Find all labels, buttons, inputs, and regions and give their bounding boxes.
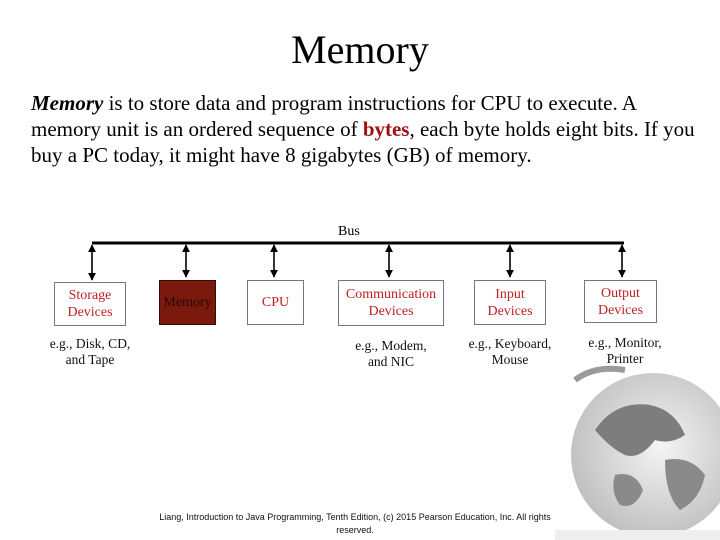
- input-devices-label: Input Devices: [487, 286, 533, 319]
- paragraph-part1: is to store data and program instruction…: [31, 91, 636, 141]
- storage-devices-label: Storage Devices: [67, 288, 113, 320]
- slide-title: Memory: [291, 27, 429, 72]
- storage-examples: e.g., Disk, CD, and Tape: [49, 336, 131, 367]
- communication-devices-box: Communication Devices: [338, 280, 444, 326]
- communication-devices-label: Communication Devices: [345, 287, 437, 319]
- output-devices-label: Output Devices: [597, 285, 644, 318]
- input-devices-box: Input Devices: [474, 280, 546, 325]
- input-examples: e.g., Keyboard, Mouse: [468, 336, 552, 367]
- globe-icon: [555, 365, 720, 540]
- body-paragraph: Memory is to store data and program inst…: [31, 90, 711, 168]
- memory-label: Memory: [163, 295, 212, 310]
- cpu-label: CPU: [261, 295, 290, 310]
- term-memory: Memory: [31, 91, 104, 115]
- cpu-box: CPU: [247, 280, 304, 325]
- storage-devices-box: Storage Devices: [54, 282, 126, 326]
- memory-box: Memory: [159, 280, 216, 325]
- communication-examples: e.g., Modem, and NIC: [355, 338, 427, 369]
- output-devices-box: Output Devices: [584, 280, 657, 323]
- output-examples: e.g., Monitor, Printer: [588, 335, 662, 366]
- term-bytes: bytes: [362, 117, 410, 141]
- paragraph-part2: , each byte holds eight bits. If you buy…: [31, 117, 695, 167]
- bus-label: Bus: [338, 224, 360, 239]
- footer-copyright: Liang, Introduction to Java Programming,…: [159, 512, 551, 535]
